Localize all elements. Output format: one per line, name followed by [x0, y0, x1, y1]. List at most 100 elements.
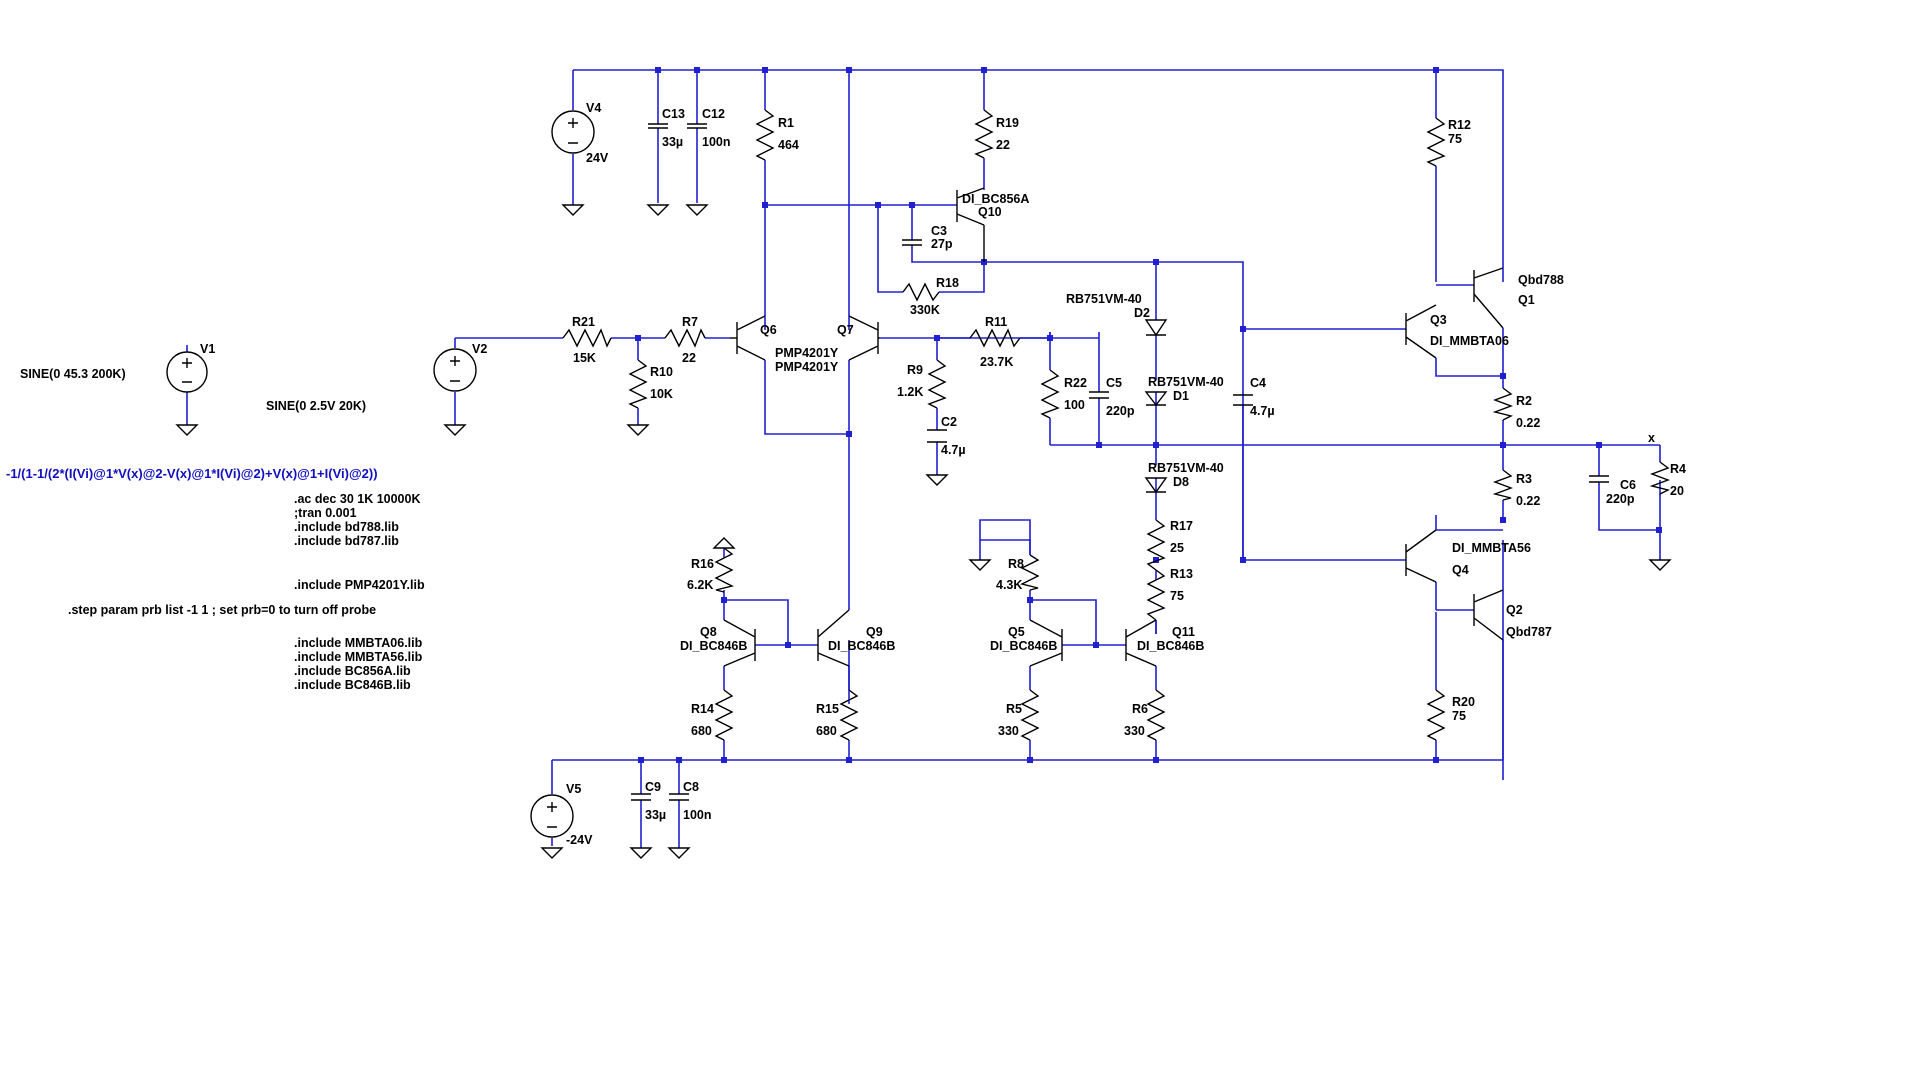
voltage-source-v1[interactable] — [166, 351, 208, 393]
label-q4-model: DI_MMBTA56 — [1452, 541, 1531, 555]
label-q3-name: Q3 — [1430, 313, 1447, 327]
label-c2-name: C2 — [941, 415, 957, 429]
symbols — [166, 109, 1672, 859]
label-r20-value: 75 — [1452, 709, 1466, 723]
label-q2-name: Q2 — [1506, 603, 1523, 617]
label-q8-model: DI_BC846B — [680, 639, 747, 653]
label-r3-name: R3 — [1516, 472, 1532, 486]
directive-include-mmbta56[interactable]: .include MMBTA56.lib — [294, 650, 423, 664]
label-v4-name: V4 — [586, 101, 601, 115]
voltage-source-v4[interactable] — [551, 110, 595, 154]
directive-include-bd788[interactable]: .include bd788.lib — [294, 520, 399, 534]
label-q11-model: DI_BC846B — [1137, 639, 1204, 653]
label-q5-model: DI_BC846B — [990, 639, 1057, 653]
label-r15-value: 680 — [816, 724, 837, 738]
label-r14-value: 680 — [691, 724, 712, 738]
label-r9-value: 1.2K — [897, 385, 923, 399]
label-q10-model: DI_BC856A — [962, 192, 1029, 206]
label-r6-value: 330 — [1124, 724, 1145, 738]
label-q7-model: PMP4201Y — [775, 360, 839, 374]
label-r19-name: R19 — [996, 116, 1019, 130]
label-d8-model: RB751VM-40 — [1148, 461, 1224, 475]
label-d2-model: RB751VM-40 — [1066, 292, 1142, 306]
label-r18-value: 330K — [910, 303, 940, 317]
label-v4-value: 24V — [586, 151, 609, 165]
label-q1-model: Qbd788 — [1518, 273, 1564, 287]
label-c5-value: 220p — [1106, 404, 1135, 418]
label-v1-name: V1 — [200, 342, 215, 356]
label-r3-value: 0.22 — [1516, 494, 1540, 508]
label-c3-value: 27p — [931, 237, 953, 251]
directive-include-bc856a[interactable]: .include BC856A.lib — [294, 664, 411, 678]
voltage-source-v2[interactable] — [433, 348, 477, 392]
label-r7-value: 22 — [682, 351, 696, 365]
label-r19-value: 22 — [996, 138, 1010, 152]
label-c6-value: 220p — [1606, 492, 1635, 506]
label-r21-name: R21 — [572, 315, 595, 329]
label-r17-value: 25 — [1170, 541, 1184, 555]
directive-step[interactable]: .step param prb list -1 1 ; set prb=0 to… — [68, 603, 376, 617]
label-r4-value: 20 — [1670, 484, 1684, 498]
label-r11-name: R11 — [985, 315, 1007, 329]
label-q8-name: Q8 — [700, 625, 717, 639]
label-d2-name: D2 — [1134, 306, 1150, 320]
capacitor-plates — [631, 123, 1609, 801]
label-r12-name: R12 — [1448, 118, 1471, 132]
label-r14-name: R14 — [691, 702, 714, 716]
label-q10-name: Q10 — [978, 205, 1002, 219]
label-c13-value: 33µ — [662, 135, 683, 149]
label-c4-name: C4 — [1250, 376, 1266, 390]
label-r11-value: 23.7K — [980, 355, 1013, 369]
label-d8-name: D8 — [1173, 475, 1189, 489]
label-r2-value: 0.22 — [1516, 416, 1540, 430]
label-c4-value: 4.7µ — [1250, 404, 1275, 418]
directive-include-pmp4201y[interactable]: .include PMP4201Y.lib — [294, 578, 425, 592]
probe-expression[interactable]: -1/(1-1/(2*(I(Vi)@1*V(x)@2-V(x)@1*I(Vi)@… — [6, 466, 378, 481]
label-d1-model: RB751VM-40 — [1148, 375, 1224, 389]
label-r12-value: 75 — [1448, 132, 1462, 146]
label-q5-name: Q5 — [1008, 625, 1025, 639]
label-q6-name: Q6 — [760, 323, 777, 337]
label-r22-value: 100 — [1064, 398, 1085, 412]
label-r10-name: R10 — [650, 365, 673, 379]
label-r20-name: R20 — [1452, 695, 1475, 709]
resistors — [562, 109, 1671, 741]
ground-r8 — [968, 559, 992, 571]
label-v5-name: V5 — [566, 782, 581, 796]
label-c13-name: C13 — [662, 107, 685, 121]
label-r8-name: R8 — [1008, 557, 1024, 571]
directive-tran[interactable]: ;tran 0.001 — [294, 506, 357, 520]
directive-include-bd787[interactable]: .include bd787.lib — [294, 534, 399, 548]
label-q7-name: Q7 — [837, 323, 854, 337]
label-c3-name: C3 — [931, 224, 947, 238]
label-d1-name: D1 — [1173, 389, 1189, 403]
label-q2-model: Qbd787 — [1506, 625, 1552, 639]
vplus-flag — [712, 537, 736, 549]
label-v5-value: -24V — [566, 833, 593, 847]
diodes — [1144, 319, 1168, 494]
label-c8-value: 100n — [683, 808, 712, 822]
label-r15-name: R15 — [816, 702, 839, 716]
label-r16-name: R16 — [691, 557, 714, 571]
label-c9-name: C9 — [645, 780, 661, 794]
label-r1-value: 464 — [778, 138, 799, 152]
label-r2-name: R2 — [1516, 394, 1532, 408]
wire-vplus-rail[interactable] — [573, 69, 1504, 282]
label-r21-value: 15K — [573, 351, 596, 365]
spice-directives: .ac dec 30 1K 10000K ;tran 0.001 .includ… — [68, 492, 425, 692]
label-c2-value: 4.7µ — [941, 443, 966, 457]
label-r8-value: 4.3K — [996, 578, 1022, 592]
label-r17-name: R17 — [1170, 519, 1193, 533]
label-r10-value: 10K — [650, 387, 673, 401]
label-c5-name: C5 — [1106, 376, 1122, 390]
label-q1-name: Q1 — [1518, 293, 1535, 307]
label-r22-name: R22 — [1064, 376, 1087, 390]
directive-ac[interactable]: .ac dec 30 1K 10000K — [294, 492, 420, 506]
label-c6-name: C6 — [1620, 478, 1636, 492]
label-c9-value: 33µ — [645, 808, 666, 822]
directive-include-bc846b[interactable]: .include BC846B.lib — [294, 678, 411, 692]
label-r13-name: R13 — [1170, 567, 1193, 581]
directive-include-mmbta06[interactable]: .include MMBTA06.lib — [294, 636, 423, 650]
label-r9-name: R9 — [907, 363, 923, 377]
voltage-source-v5[interactable] — [530, 794, 574, 838]
